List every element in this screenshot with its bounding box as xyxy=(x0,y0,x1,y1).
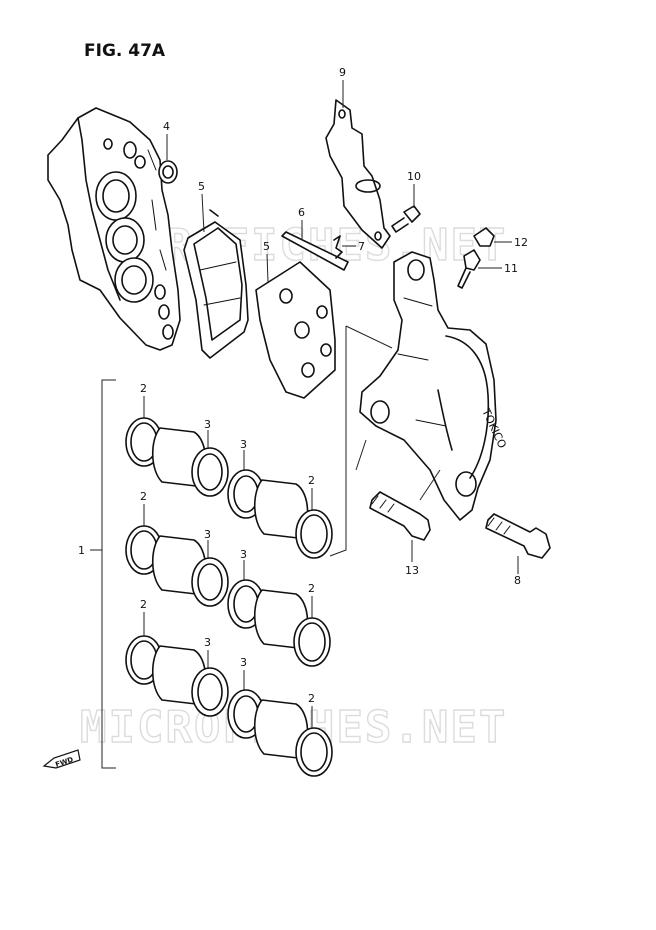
piston-seal-row-3 xyxy=(125,635,333,777)
callout-5a: 5 xyxy=(198,180,205,193)
callout-2c: 2 xyxy=(140,598,147,611)
piston-seal-row-2 xyxy=(125,525,331,667)
part-12-bleeder-cap xyxy=(473,227,495,247)
part-7-clip xyxy=(333,235,343,259)
callout-8: 8 xyxy=(514,574,521,587)
part-8-mounting-bolt xyxy=(485,513,551,559)
part-4-washer xyxy=(158,160,178,184)
callout-2a: 2 xyxy=(140,382,147,395)
figure-title: FIG. 47A xyxy=(84,41,166,61)
part-5-pad-left xyxy=(183,221,249,359)
piston-seal-row-1 xyxy=(125,417,333,559)
callout-2b: 2 xyxy=(140,490,147,503)
callout-11: 11 xyxy=(504,262,518,275)
callout-5b: 5 xyxy=(263,240,270,253)
callout-3d: 3 xyxy=(240,548,247,561)
part-11-bleeder-valve xyxy=(457,249,481,289)
callout-3a: 3 xyxy=(204,418,211,431)
part-9-bracket xyxy=(325,99,391,249)
part-13-mounting-bolt xyxy=(369,491,431,541)
callout-9: 9 xyxy=(339,66,346,79)
callout-6: 6 xyxy=(298,206,305,219)
part-5-pad-right xyxy=(255,261,336,399)
part-10-screw xyxy=(391,205,421,233)
callout-12: 12 xyxy=(514,236,528,249)
leader-lines xyxy=(143,80,519,728)
callout-2f: 2 xyxy=(308,692,315,705)
callout-3c: 3 xyxy=(204,528,211,541)
callout-1: 1 xyxy=(78,544,85,557)
callout-2d: 2 xyxy=(308,474,315,487)
callout-3f: 3 xyxy=(240,656,247,669)
callout-7: 7 xyxy=(358,240,365,253)
callout-4: 4 xyxy=(163,120,170,133)
caliper-outer-half: TOKICO xyxy=(359,251,509,521)
fwd-arrow-icon: FWD xyxy=(42,749,81,769)
callout-3b: 3 xyxy=(240,438,247,451)
callout-13: 13 xyxy=(405,564,419,577)
callout-10: 10 xyxy=(407,170,421,183)
caliper-inner-half xyxy=(47,107,181,351)
assembly-bracket-1 xyxy=(101,379,116,769)
part-6-pad-pin xyxy=(209,209,349,271)
callout-3e: 3 xyxy=(204,636,211,649)
callout-2e: 2 xyxy=(308,582,315,595)
